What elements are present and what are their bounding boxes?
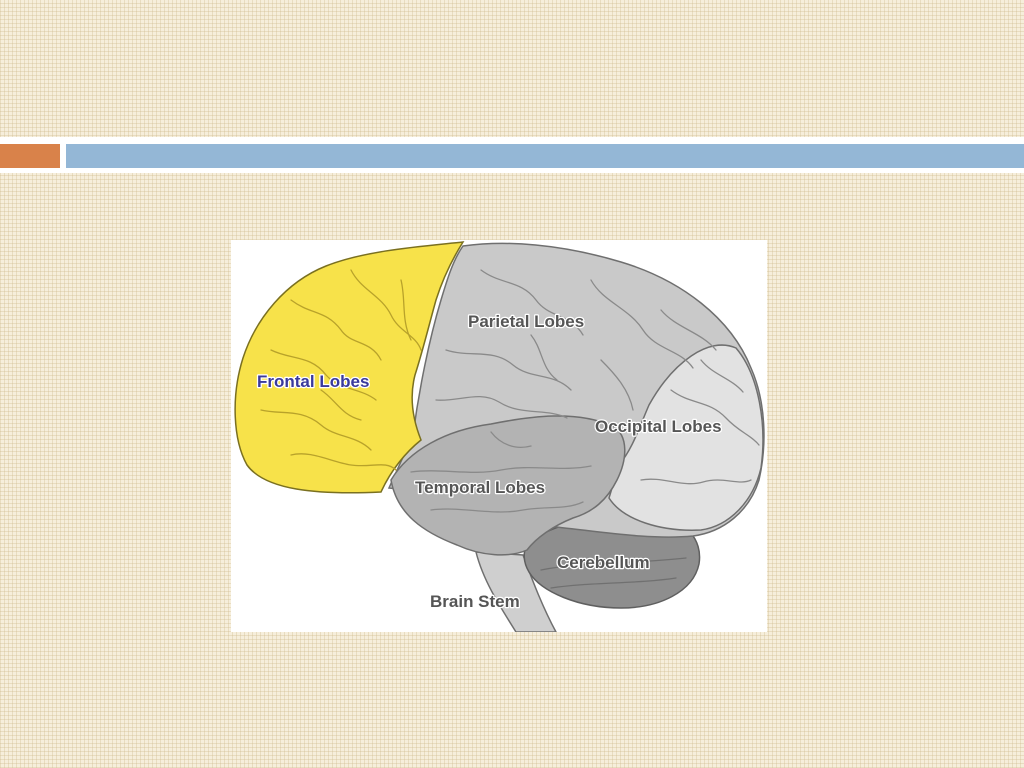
brain-stem-label: Brain Stem [430,592,520,611]
occipital-sulci [640,359,760,485]
brain-diagram: Frontal Lobes Parietal Lobes Occipital L… [231,240,767,632]
slide-title-area [0,0,1024,135]
temporal-lobes-label: Temporal Lobes [415,478,545,497]
temporal-region [390,415,626,556]
temporal-sulci [410,431,592,513]
frontal-sulci [260,269,422,471]
accent-bar-blue [66,144,1024,168]
cerebellum-folia [540,557,687,589]
parietal-lobes-label: Parietal Lobes [468,312,584,331]
parietal-sulci [435,269,717,419]
cerebellum-label: Cerebellum [557,553,650,572]
occipital-lobes-label: Occipital Lobes [595,417,722,436]
frontal-region [234,241,465,494]
accent-block-orange [0,144,60,168]
frontal-lobes-label: Frontal Lobes [257,372,369,391]
